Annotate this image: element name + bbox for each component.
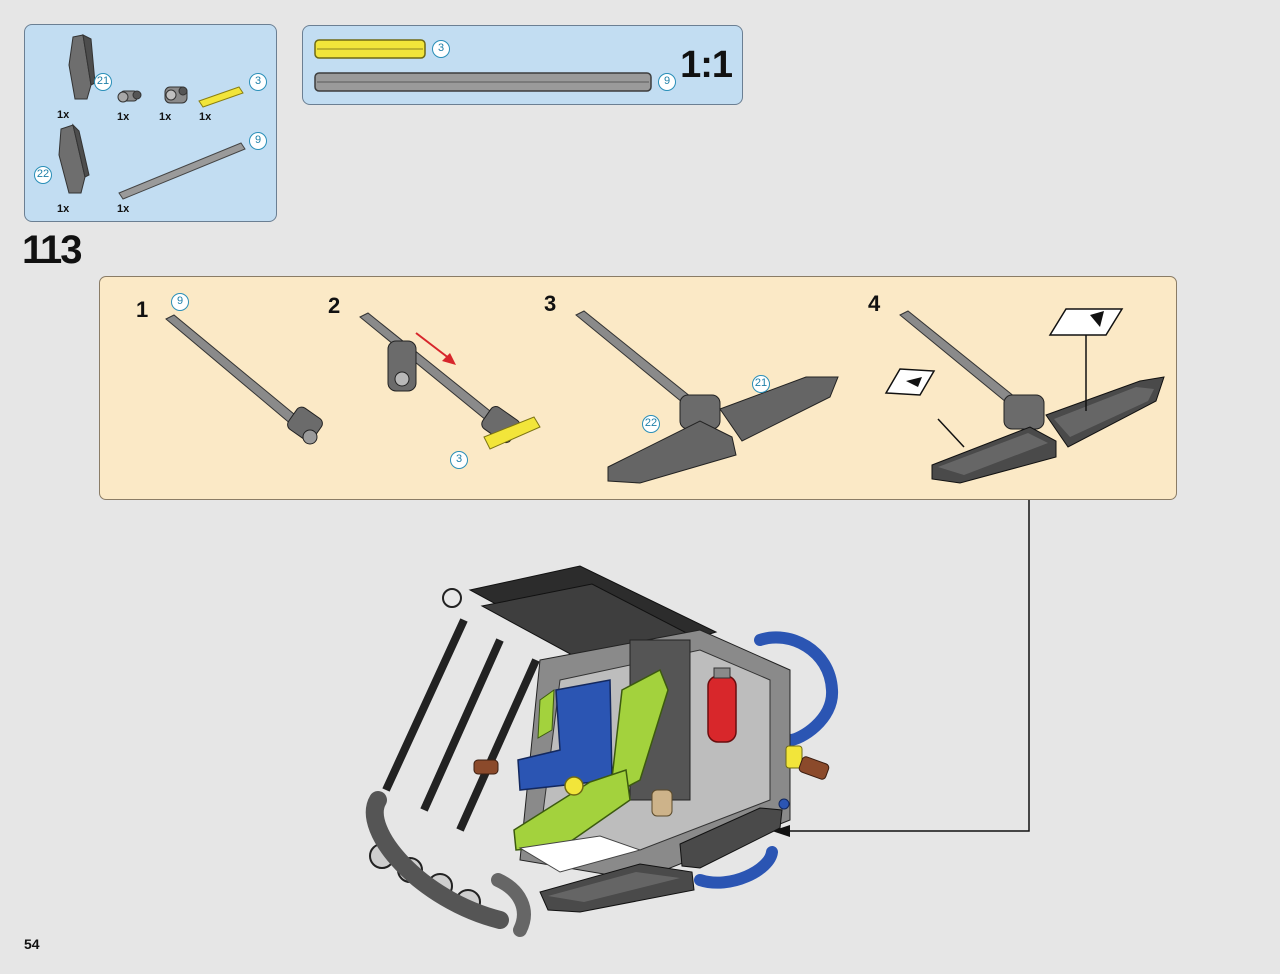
part-qty: 1x	[57, 109, 70, 121]
substep-panel: 1 2 3 4 9 3 21 22	[99, 276, 1177, 500]
substep-callout: 3	[450, 451, 468, 469]
scale-label: 1:1	[680, 44, 733, 86]
substep-number: 2	[328, 293, 341, 318]
tan-pin-icon	[651, 789, 790, 817]
part-qty: 1x	[57, 203, 70, 215]
connector-part-icon	[164, 86, 188, 104]
yellow-axle-tip-icon	[564, 745, 803, 796]
scale-axles	[314, 39, 652, 92]
scale-callout-yellow: 3	[432, 40, 450, 58]
part-callout: 22	[34, 166, 52, 184]
substep-number: 1	[136, 297, 149, 322]
lime-panel-icon	[513, 668, 669, 851]
part-callout: 9	[249, 132, 267, 150]
part-qty: 1x	[199, 111, 212, 123]
substep-callout: 21	[752, 375, 770, 393]
blue-seat-icon	[517, 679, 613, 791]
substep-1-assembly-icon	[165, 314, 323, 445]
page-number: 54	[24, 936, 40, 952]
part-callout: 3	[249, 73, 267, 91]
substep-2-assembly-icon	[359, 312, 541, 450]
substep-3-assembly-icon	[575, 310, 839, 484]
sticker-6-icon	[884, 368, 965, 448]
substep-4-assembly-icon	[899, 310, 1165, 484]
scale-guide-panel: 3 9 1:1	[302, 25, 743, 105]
substep-callout: 22	[642, 415, 660, 433]
substep-number: 3	[544, 291, 557, 316]
parts-list-panel: 1x 1x 1x 1x 1x 1x 21 3 22 9	[24, 24, 277, 222]
brown-peg-icon	[473, 756, 830, 780]
yellow-axle-part-icon	[198, 86, 244, 108]
grey-axle-part-icon	[118, 142, 246, 200]
angled-panel-part-icon	[58, 123, 90, 194]
scale-callout-grey: 9	[658, 73, 676, 91]
parts-illustrations	[58, 34, 246, 200]
white-base-panel-icon	[518, 835, 642, 873]
red-shock-absorber-icon	[707, 667, 737, 743]
substep-number: 4	[868, 291, 881, 316]
blue-hose-icon	[694, 631, 838, 889]
part-qty: 1x	[117, 203, 130, 215]
step-number: 113	[22, 228, 83, 272]
substep-callout: 9	[171, 293, 189, 311]
part-qty: 1x	[117, 111, 130, 123]
sticker-7-icon	[1048, 308, 1124, 411]
part-qty: 1x	[159, 111, 172, 123]
insert-direction-arrow-icon	[415, 332, 456, 365]
part-callout: 21	[94, 73, 112, 91]
connector-part-icon	[117, 90, 142, 103]
substep-illustrations	[165, 308, 1165, 484]
front-connector-stack-icon	[365, 791, 531, 937]
foot-plate-icon	[539, 807, 783, 913]
